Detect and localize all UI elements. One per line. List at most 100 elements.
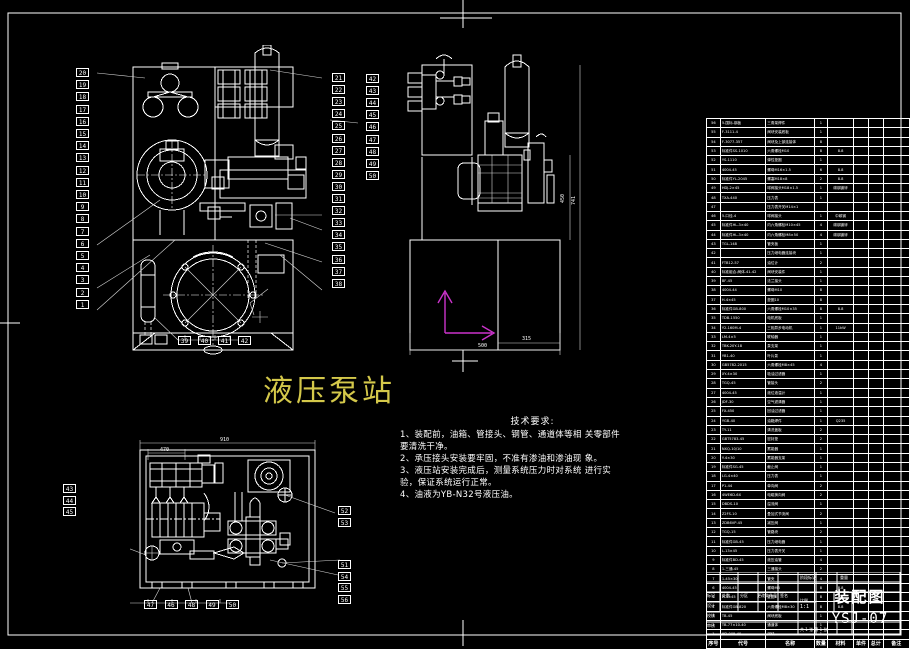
parts-cell-code: 标准件HL-3×40 bbox=[719, 229, 767, 240]
parts-cell-w2 bbox=[867, 229, 884, 240]
parts-cell-w2 bbox=[867, 331, 884, 343]
parts-cell-qty: 1 bbox=[813, 415, 828, 426]
parts-cell-qty: 1 bbox=[813, 192, 828, 203]
parts-cell-w2 bbox=[867, 471, 884, 482]
parts-cell-name: 回油过滤器 bbox=[765, 406, 815, 417]
parts-cell-no: 28 bbox=[706, 378, 721, 389]
balloon-number: 22 bbox=[332, 85, 345, 95]
parts-cell-w1 bbox=[853, 238, 869, 250]
parts-cell-code: 标准件HL-3×40 bbox=[719, 220, 767, 231]
parts-cell-name: 压力继电器连接块 bbox=[765, 248, 815, 259]
parts-cell-rem bbox=[882, 183, 910, 194]
parts-cell-w1 bbox=[853, 285, 869, 296]
parts-cell-mat bbox=[826, 536, 855, 547]
parts-cell-rem bbox=[882, 406, 910, 417]
parts-cell-w1 bbox=[853, 499, 869, 510]
parts-cell-no: 25 bbox=[706, 406, 721, 417]
parts-cell-no: 27 bbox=[706, 387, 721, 398]
parts-cell-mat bbox=[826, 248, 855, 259]
parts-cell-no: 17 bbox=[706, 480, 721, 491]
parts-cell-name: 叶片泵 bbox=[765, 350, 815, 361]
parts-cell-name: 压力表 bbox=[765, 192, 815, 203]
parts-cell-name: 球阀接头 bbox=[765, 210, 815, 222]
parts-cell-w1 bbox=[853, 164, 869, 175]
parts-cell-rem bbox=[882, 461, 910, 473]
tech-notes-list: 1、装配前，油箱、管接头、钢管、通道体等相 关零部件要清洗干净。2、承压接头安装… bbox=[400, 429, 665, 501]
parts-cell-w2 bbox=[867, 434, 884, 445]
title-block-frame bbox=[706, 572, 901, 635]
parts-cell-code: 5-口径-4 bbox=[719, 210, 767, 222]
parts-cell-mat bbox=[826, 527, 855, 538]
parts-cell-rem bbox=[882, 424, 910, 436]
balloon-number: 47 bbox=[366, 134, 379, 144]
side-view-drawing: 500 315 450 741 bbox=[407, 54, 581, 355]
parts-cell-no: 48 bbox=[706, 192, 721, 203]
balloon-number: 41 bbox=[218, 336, 231, 345]
parts-cell-w1 bbox=[853, 266, 869, 278]
parts-cell-w2 bbox=[867, 276, 884, 287]
parts-cell-code: 标准件SS-1010 bbox=[719, 145, 767, 157]
parts-cell-rem bbox=[882, 350, 910, 361]
parts-cell-mat bbox=[826, 201, 855, 212]
parts-header-cell: 代号 bbox=[719, 638, 767, 649]
parts-cell-w1 bbox=[853, 331, 869, 343]
parts-cell-no: 12 bbox=[706, 527, 721, 538]
page-title: 液压泵站 bbox=[263, 374, 395, 409]
parts-cell-code: JDF-30 bbox=[719, 396, 767, 408]
parts-cell-w1 bbox=[853, 415, 869, 426]
parts-cell-mat bbox=[826, 508, 855, 519]
parts-cell-qty: 1 bbox=[813, 155, 828, 166]
parts-cell-qty: 1 bbox=[813, 387, 828, 398]
balloon-number: 38 bbox=[332, 278, 345, 288]
parts-cell-mat bbox=[826, 350, 855, 361]
balloon-number: 44 bbox=[63, 495, 76, 505]
svg-text:450: 450 bbox=[560, 194, 566, 203]
parts-cell-qty: 1 bbox=[813, 322, 828, 333]
parts-cell-w2 bbox=[867, 173, 884, 185]
parts-cell-w2 bbox=[867, 424, 884, 436]
parts-cell-mat bbox=[826, 276, 855, 287]
parts-cell-code: F-3077-357 bbox=[719, 136, 767, 147]
parts-cell-mat bbox=[826, 294, 855, 305]
parts-cell-qty: 1 bbox=[813, 368, 828, 380]
parts-cell-w2 bbox=[867, 117, 884, 129]
parts-cell-qty: 1 bbox=[813, 536, 828, 547]
parts-cell-mat bbox=[826, 545, 855, 556]
balloon-number: 56 bbox=[338, 594, 351, 604]
parts-cell-name: 法兰接头 bbox=[765, 276, 815, 287]
parts-cell-qty: 1 bbox=[813, 396, 828, 408]
parts-cell-w1 bbox=[853, 424, 869, 436]
parts-cell-rem bbox=[882, 331, 910, 343]
parts-cell-code: YGB-40 bbox=[719, 415, 767, 426]
parts-cell-no: 37 bbox=[706, 294, 721, 305]
balloon-number: 28 bbox=[332, 157, 345, 167]
title-block-label: 比例 bbox=[800, 598, 808, 603]
parts-cell-w2 bbox=[867, 303, 884, 315]
parts-cell-w2 bbox=[867, 210, 884, 222]
parts-cell-code: TGL-148 bbox=[719, 238, 767, 250]
parts-cell-no: 36 bbox=[706, 303, 721, 315]
parts-header-cell: 序号 bbox=[706, 638, 721, 649]
parts-cell-name: 叠加式节流阀 bbox=[765, 508, 815, 519]
parts-cell-no: 52 bbox=[706, 155, 721, 166]
balloon-number: 5 bbox=[76, 251, 89, 260]
parts-cell-qty: 1 bbox=[813, 183, 828, 194]
parts-cell-qty: 1 bbox=[813, 350, 828, 361]
balloon-number: 25 bbox=[332, 121, 345, 131]
parts-cell-name: 电磁换向阀 bbox=[765, 489, 815, 501]
parts-cell-w2 bbox=[867, 480, 884, 491]
parts-cell-no: 44 bbox=[706, 229, 721, 240]
parts-cell-rem bbox=[882, 192, 910, 203]
parts-cell-no: 39 bbox=[706, 276, 721, 287]
